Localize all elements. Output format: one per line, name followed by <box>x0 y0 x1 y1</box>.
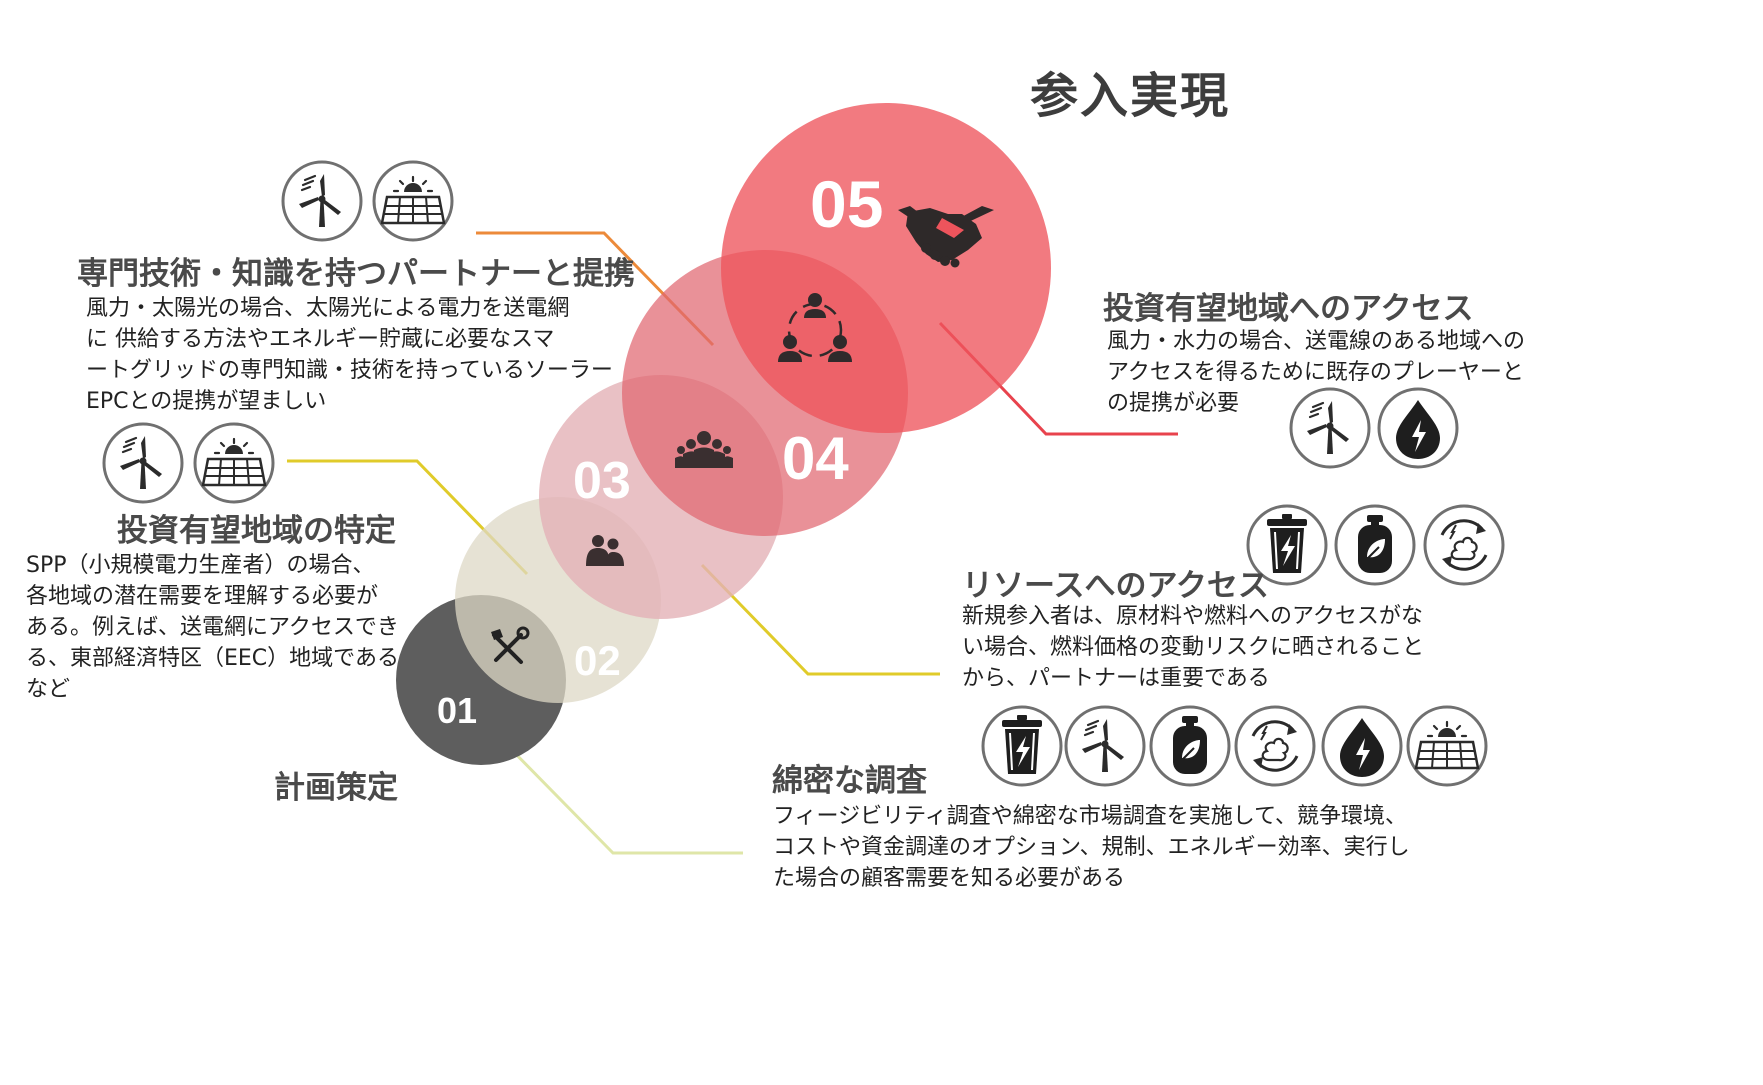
wind-turbine-icon <box>281 160 363 242</box>
step-02-heading: 綿密な調査 <box>772 763 927 799</box>
page-title: 参入実現 <box>1030 68 1231 124</box>
tools-icon <box>491 626 530 664</box>
step-number-04: 04 <box>782 425 849 492</box>
step-05-body: 風力・水力の場合、送電線のある地域への アクセスを得るために既存のプレーヤーと … <box>1107 329 1526 416</box>
step-01-heading: 計画策定 <box>274 770 398 806</box>
wind-turbine-icon <box>1289 387 1371 469</box>
step-number-03: 03 <box>573 452 631 510</box>
gas-cylinder-icon <box>1149 705 1231 787</box>
step-04-resource-icons <box>1246 504 1505 586</box>
biomass-cycle-icon <box>1423 504 1505 586</box>
step-number-01: 01 <box>437 690 478 731</box>
solar-panel-icon <box>372 160 454 242</box>
solar-panel-icon <box>193 422 275 504</box>
hydro-drop-icon <box>1321 705 1403 787</box>
connector-02 <box>501 739 743 855</box>
partner-body: 風力・太陽光の場合、太陽光による電力を送電網 に 供給する方法やエネルギー貯蔵に… <box>86 296 613 414</box>
gas-cylinder-icon <box>1334 504 1416 586</box>
partner-resource-icons <box>281 160 454 242</box>
step-05-resource-icons <box>1289 387 1459 469</box>
connector-04 <box>700 563 940 676</box>
group-icon <box>675 431 733 468</box>
team-circle-icon <box>778 293 852 362</box>
step-03-resource-icons <box>102 422 275 504</box>
solar-panel-icon <box>1406 705 1488 787</box>
step-04-heading: リソースへのアクセス <box>962 568 1269 604</box>
recycle-bin-icon <box>981 705 1063 787</box>
step-03-body: SPP（小規模電力生産者）の場合、 各地域の潜在需要を理解する必要が ある。例え… <box>26 553 399 702</box>
hydro-drop-icon <box>1377 387 1459 469</box>
step-circles <box>396 103 1051 765</box>
step-number-02: 02 <box>574 637 621 684</box>
recycle-bin-icon <box>1246 504 1328 586</box>
step-03-heading: 投資有望地域の特定 <box>117 513 396 549</box>
wind-turbine-icon <box>1064 705 1146 787</box>
partner-heading: 専門技術・知識を持つパートナーと提携 <box>77 256 635 292</box>
handshake-icon <box>898 206 994 268</box>
step-02-resource-icons <box>981 705 1488 787</box>
step-circle-05 <box>721 103 1051 433</box>
step-02-body: フィージビリティ調査や綿密な市場調査を実施して、競争環境、 コストや資金調達のオ… <box>773 804 1410 891</box>
step-05-heading: 投資有望地域へのアクセス <box>1103 291 1474 327</box>
person-pair-icon <box>586 535 624 566</box>
step-04-body: 新規参入者は、原材料や燃料へのアクセスがな い場合、燃料価格の変動リスクに晒され… <box>962 604 1425 691</box>
wind-turbine-icon <box>102 422 184 504</box>
step-number-05: 05 <box>810 167 884 241</box>
biomass-cycle-icon <box>1234 705 1316 787</box>
